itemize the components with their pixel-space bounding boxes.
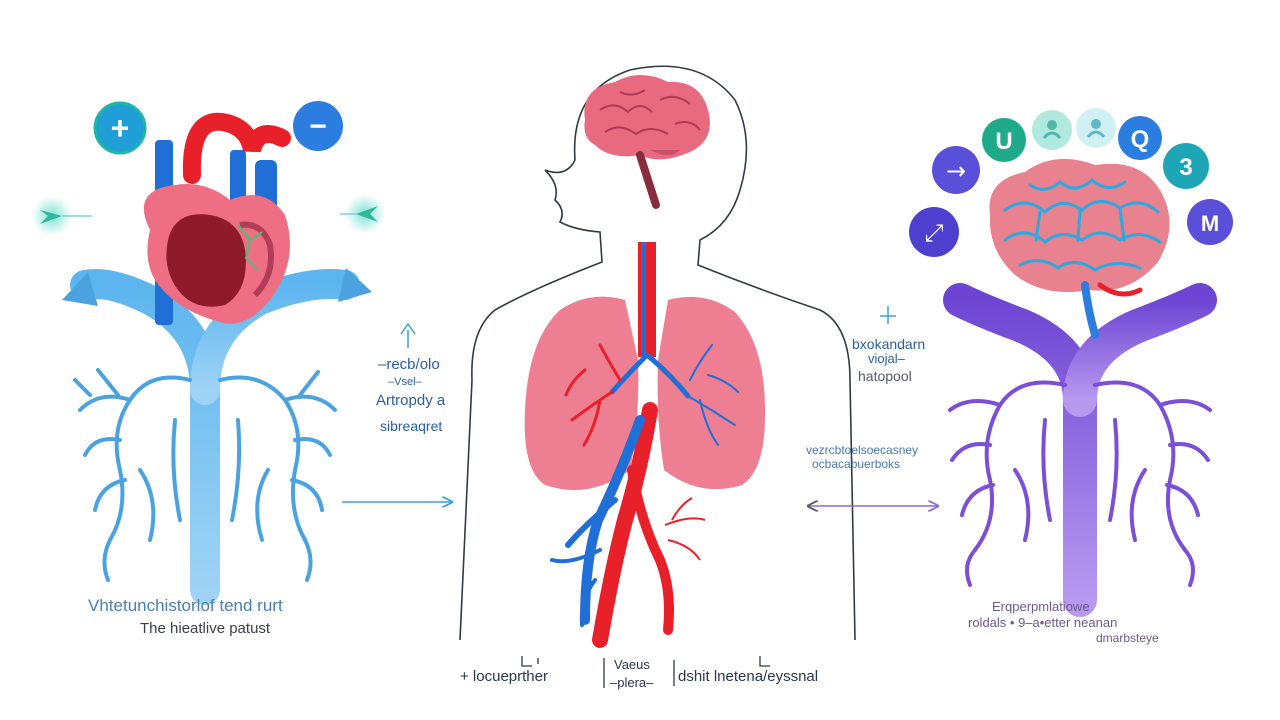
bottom-center-left-label: + locueprther (460, 668, 548, 685)
arrow-right-glyph: → (946, 157, 966, 185)
right-bottom-label-1: Erqperpmlatiowe (992, 599, 1090, 614)
minus-glyph: − (309, 110, 327, 143)
lower-vessels (550, 402, 706, 648)
center-left-label-2: –Vsel– (388, 376, 422, 388)
person-icon[interactable] (1032, 110, 1072, 150)
bottom-center-mid-bottom-label: –plera– (610, 675, 654, 690)
search-glyph: Q (1131, 126, 1150, 153)
plus-icon[interactable] (93, 101, 147, 155)
plus-small-icon (880, 306, 896, 324)
m-icon[interactable] (1187, 199, 1233, 245)
bottom-center-mid-top-label: Vaeus (614, 657, 650, 672)
right-neural-tree (943, 283, 1217, 617)
lungs (524, 296, 766, 490)
arrowhead-left-icon (340, 194, 385, 234)
left-bottom-subtitle: The hieatlive patust (140, 620, 271, 637)
center-left-label-3: Artropdy a (376, 392, 446, 409)
left-vascular-tree (62, 268, 372, 605)
center-right-label-1: bxokandarn (852, 336, 926, 352)
right-mid-label-1: vezrcbtoelsoecasney (806, 443, 919, 457)
center-right-label-2: viojal– (868, 351, 905, 366)
trachea (638, 242, 656, 357)
u-glyph: U (995, 128, 1012, 155)
person-icon-2[interactable] (1076, 108, 1116, 148)
center-left-label-1: –recb/olo (378, 356, 440, 373)
plus-glyph: + (111, 110, 130, 146)
right-mid-label-2: ocbacabuerboks (812, 457, 901, 471)
minus-icon[interactable] (293, 101, 343, 151)
arrowhead-right-icon (32, 196, 92, 236)
human-silhouette (459, 65, 856, 641)
number-3-glyph: 3 (1179, 154, 1192, 181)
up-arrow-icon (400, 322, 416, 348)
center-right-label-3: hatopool (858, 368, 912, 384)
m-glyph: M (1201, 211, 1219, 236)
heart (143, 112, 291, 325)
right-bottom-label-3: dmarbsteye (1096, 631, 1159, 645)
square-arrow-icon[interactable] (909, 207, 959, 257)
center-left-label-4: sibreaqret (380, 418, 443, 434)
right-bottom-label-2: roldals • 9–a•etter neanan (968, 615, 1118, 630)
search-icon[interactable] (1118, 116, 1162, 160)
square-arrow-glyph: ⤢ (924, 219, 943, 247)
u-icon[interactable] (982, 118, 1026, 162)
arrow-right-icon[interactable] (932, 146, 980, 194)
brain-right (989, 158, 1170, 339)
brain-center (584, 75, 710, 209)
number-3-icon[interactable] (1163, 143, 1209, 189)
left-bottom-title: Vhtetunchistorlof tend rurt (88, 596, 283, 615)
bottom-center-right-label: dshit lnetena/eyssnal (678, 668, 819, 685)
